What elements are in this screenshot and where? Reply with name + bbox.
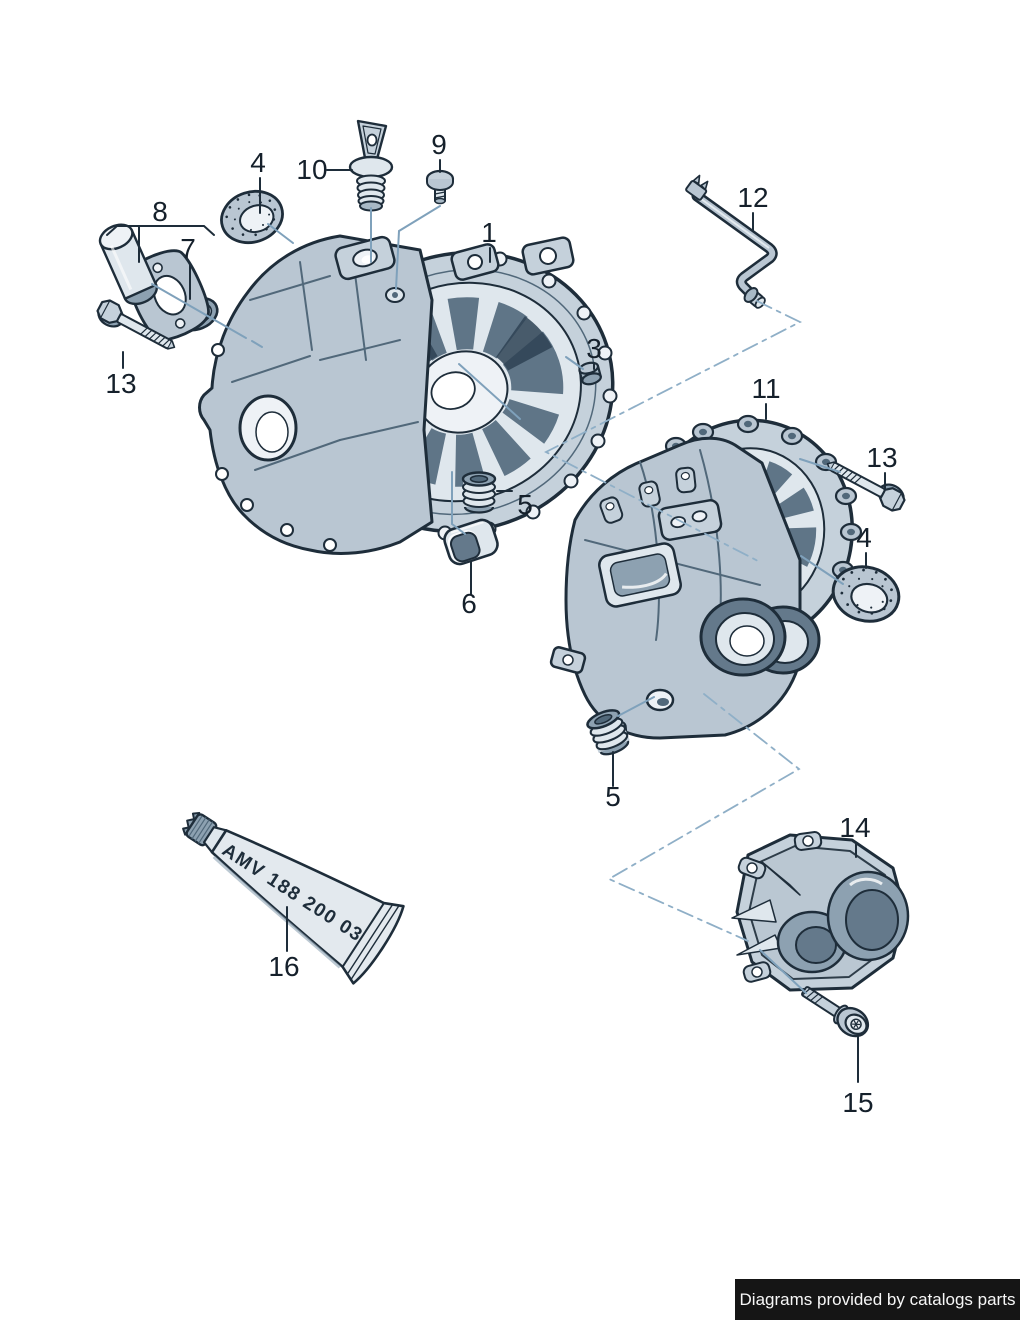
plug-10 <box>348 119 394 212</box>
callout-3[interactable]: 3 <box>586 333 602 364</box>
breather-pipe-12 <box>685 174 778 309</box>
gearbox-housing-1-illustration <box>198 234 618 555</box>
bolt-15 <box>801 986 870 1038</box>
callout-9[interactable]: 9 <box>431 129 447 160</box>
callout-5-low[interactable]: 5 <box>605 781 621 812</box>
callout-16[interactable]: 16 <box>268 951 299 982</box>
leader-lines <box>106 159 886 1083</box>
callout-11[interactable]: 11 <box>751 373 780 404</box>
mount-lug <box>450 243 500 281</box>
screw-plug-5-mid <box>461 471 497 514</box>
callout-4-right[interactable]: 4 <box>856 522 872 553</box>
callout-7[interactable]: 7 <box>180 233 196 264</box>
callout-10[interactable]: 10 <box>296 154 327 185</box>
callout-labels: 4 10 9 8 7 13 1 3 12 11 13 4 5 6 5 14 15… <box>105 129 897 1118</box>
callout-8[interactable]: 8 <box>152 196 168 227</box>
cap-6 <box>443 518 499 566</box>
credit-text: Diagrams provided by catalogs parts <box>739 1289 1016 1309</box>
callout-5-mid[interactable]: 5 <box>517 489 533 520</box>
mount-lug <box>521 236 575 276</box>
callout-14[interactable]: 14 <box>839 812 870 843</box>
bearing-4-left <box>213 182 291 252</box>
cover-14-illustration <box>731 831 910 992</box>
credit-banner: Diagrams provided by catalogs parts <box>735 1279 1020 1320</box>
callout-13-left[interactable]: 13 <box>105 368 136 399</box>
callout-12[interactable]: 12 <box>737 182 768 213</box>
boss-block <box>657 499 723 541</box>
callout-13-right[interactable]: 13 <box>866 442 897 473</box>
callout-15[interactable]: 15 <box>842 1087 873 1118</box>
callout-4-top-left[interactable]: 4 <box>250 147 266 178</box>
callout-6[interactable]: 6 <box>461 588 477 619</box>
sleeve-8 <box>98 223 158 306</box>
gear-housing-11-illustration <box>549 414 863 746</box>
screw-9 <box>425 169 455 205</box>
plug-3 <box>578 361 602 386</box>
housing-window <box>598 542 682 608</box>
callout-1[interactable]: 1 <box>481 217 497 248</box>
